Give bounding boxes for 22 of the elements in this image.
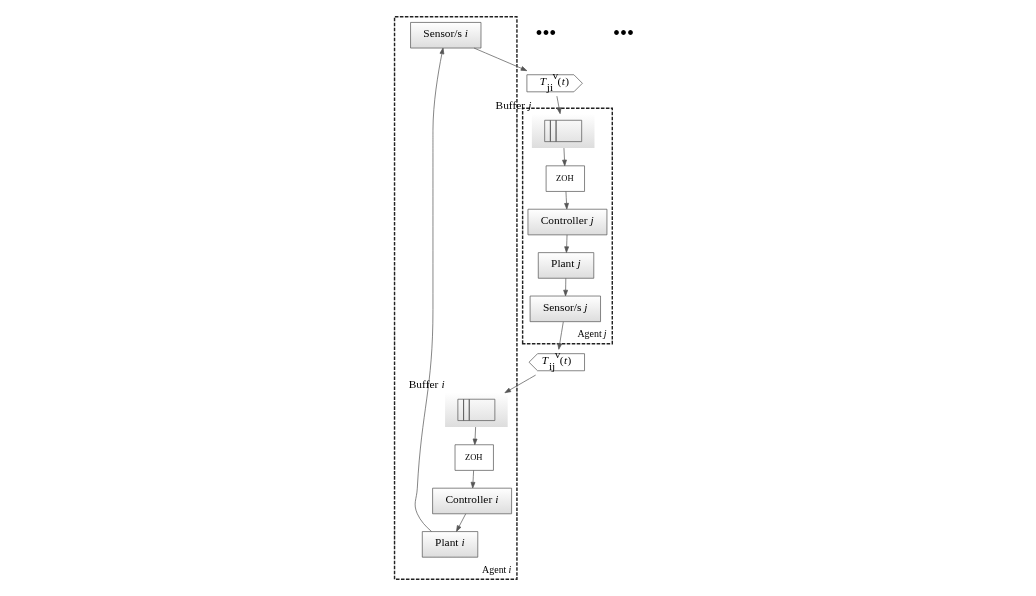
arrow	[564, 234, 569, 253]
node-box: Plant i	[421, 531, 479, 558]
label: •••	[613, 22, 634, 45]
arrow	[557, 321, 564, 350]
arrow	[563, 277, 568, 297]
node-label: Buffer i	[408, 378, 445, 391]
label: •••	[535, 22, 557, 45]
arrow	[473, 47, 528, 71]
arrow	[504, 374, 536, 394]
arrow	[564, 191, 569, 210]
arrow	[414, 47, 445, 532]
node-box: ZOH	[454, 444, 494, 471]
arrow	[470, 470, 476, 489]
node-box: Sensor/s j	[529, 295, 601, 322]
node-box: ZOH	[545, 165, 585, 192]
arrow	[472, 426, 478, 446]
arrow	[556, 95, 562, 114]
node-box: Plant j	[537, 252, 595, 279]
arrow	[456, 513, 467, 532]
node-box: Sensor/s i	[410, 22, 482, 49]
arrow	[562, 147, 567, 167]
node-box: Controller i	[432, 487, 512, 515]
